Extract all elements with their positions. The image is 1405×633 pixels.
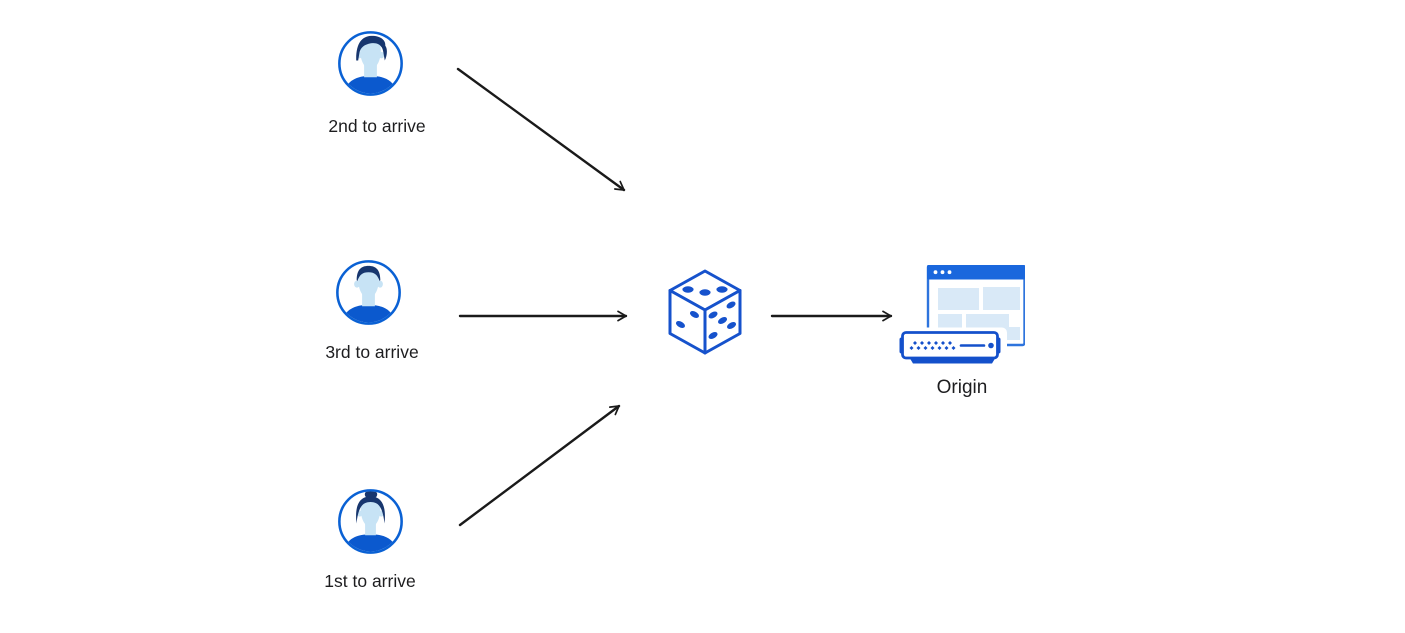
user-label-3rd: 3rd to arrive	[325, 342, 419, 362]
user-label-1st: 1st to arrive	[324, 571, 416, 591]
origin-browser-server-icon	[899, 265, 1025, 364]
person-female-bun-avatar-icon	[338, 489, 403, 554]
user-label-2nd: 2nd to arrive	[328, 116, 426, 136]
dice-icon	[668, 269, 742, 355]
person-male-swept-hair-avatar-icon	[338, 31, 403, 96]
arrow-user2nd-to-dice	[456, 67, 626, 192]
origin-label: Origin	[936, 377, 988, 398]
user-node-2nd	[337, 30, 404, 97]
server-vent-pattern	[909, 341, 956, 350]
person-male-short-hair-avatar-icon	[336, 260, 401, 325]
arrow-user1st-to-dice	[458, 404, 621, 527]
user-node-1st	[337, 488, 404, 555]
user-node-3rd	[335, 259, 402, 326]
origin-node	[899, 265, 1025, 365]
dice-node	[667, 268, 743, 356]
